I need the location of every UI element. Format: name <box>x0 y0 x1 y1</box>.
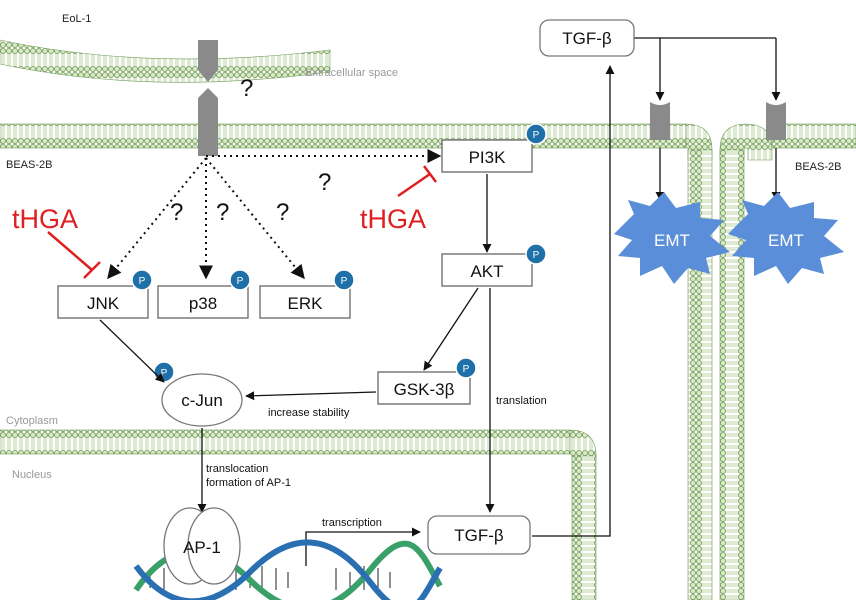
svg-text:EMT: EMT <box>654 231 690 250</box>
gsk3b-node: GSK-3β <box>377 371 471 405</box>
nuclear-membrane <box>0 429 571 455</box>
thga-right-label: tHGA <box>360 204 426 234</box>
phospho-label-p38: P <box>237 276 244 287</box>
inhibitor-bar-jnk <box>83 261 101 279</box>
nucleus-label: Nucleus <box>12 469 52 481</box>
translation-label: translation <box>496 395 547 407</box>
akt-node: AKT <box>441 253 533 287</box>
phospho-label-jnk: P <box>139 276 146 287</box>
phospho-pi3k <box>525 123 547 145</box>
dotted-arrow-jnk <box>107 157 207 280</box>
tgfb-receptor-2 <box>766 102 786 140</box>
pi3k-node: PI3K <box>441 139 533 173</box>
phospho-label-gsk3b: P <box>463 364 470 375</box>
svg-text:c-Jun: c-Jun <box>181 391 223 410</box>
phospho-jnk <box>131 269 153 291</box>
eol1-receptor <box>198 40 218 82</box>
svg-text:p38: p38 <box>189 294 217 313</box>
translocation-label: translocation <box>206 463 268 475</box>
transcription-label: transcription <box>322 517 382 529</box>
beas2b-right-label: BEAS-2B <box>795 161 841 173</box>
dotted-arrow-erk <box>205 157 305 280</box>
increase-stability-label: increase stability <box>268 407 350 419</box>
phospho-erk <box>333 269 355 291</box>
phospho-gsk3b <box>455 357 477 379</box>
tgfb-top-node: TGF-β <box>539 19 635 57</box>
inhibitor-line-pi3k <box>397 172 431 198</box>
svg-text:AKT: AKT <box>470 262 503 281</box>
svg-text:ERK: ERK <box>288 294 324 313</box>
extracellular-label: Extracellular space <box>305 67 398 79</box>
phospho-p38 <box>229 269 251 291</box>
tgfb-nucleus-node: TGF-β <box>427 515 531 555</box>
beas2b-membrane-vertical-2 <box>719 149 745 600</box>
nuclear-membrane-vertical <box>571 455 597 600</box>
question-pi3k: ? <box>318 169 331 196</box>
question-p38: ? <box>216 199 229 226</box>
arrow-transcription <box>305 527 421 566</box>
phospho-label-cjun: P <box>161 368 168 379</box>
thga-left-label: tHGA <box>12 204 78 234</box>
svg-text:TGF-β: TGF-β <box>454 526 504 545</box>
phospho-label-erk: P <box>341 276 348 287</box>
svg-text:TGF-β: TGF-β <box>562 29 612 48</box>
arrow-gsk3b-cjun <box>245 391 377 401</box>
arrow-jnk-cjun <box>99 319 165 383</box>
p38-node: p38 <box>157 285 249 319</box>
beas2b-left-label: BEAS-2B <box>6 159 52 171</box>
question-erk: ? <box>276 199 289 226</box>
question-jnk: ? <box>170 199 183 226</box>
svg-text:AP-1: AP-1 <box>183 538 221 557</box>
cytoplasm-label: Cytoplasm <box>6 415 58 427</box>
beas2b-membrane-left <box>0 123 687 149</box>
inhibitor-line-jnk <box>47 231 93 271</box>
erk-node: ERK <box>259 285 351 319</box>
phospho-akt <box>525 243 547 265</box>
arrow-akt-gsk3b <box>423 287 479 371</box>
beas2b-receptor <box>198 88 218 156</box>
arrow-tgfb-secretion <box>532 65 615 537</box>
ap1-node: AP-1 <box>163 507 241 585</box>
eol1-label: EoL-1 <box>62 13 91 25</box>
emt-star-1: EMT <box>614 192 730 284</box>
eol1-membrane <box>0 39 331 83</box>
phospho-label-akt: P <box>533 250 540 261</box>
svg-text:EMT: EMT <box>768 231 804 250</box>
svg-text:PI3K: PI3K <box>469 148 507 167</box>
jnk-node: JNK <box>57 285 149 319</box>
phospho-label-pi3k: P <box>533 130 540 141</box>
inhibitor-bar-pi3k <box>423 165 437 183</box>
emt-star-2: EMT <box>728 192 844 284</box>
tgfb-receptor-1 <box>650 102 670 140</box>
svg-text:GSK-3β: GSK-3β <box>394 380 455 399</box>
nuclear-membrane-corner <box>569 429 597 461</box>
cjun-node: c-Jun <box>161 373 243 427</box>
formation-label: formation of AP-1 <box>206 477 291 489</box>
svg-text:JNK: JNK <box>87 294 120 313</box>
receptor-question: ? <box>240 75 253 102</box>
